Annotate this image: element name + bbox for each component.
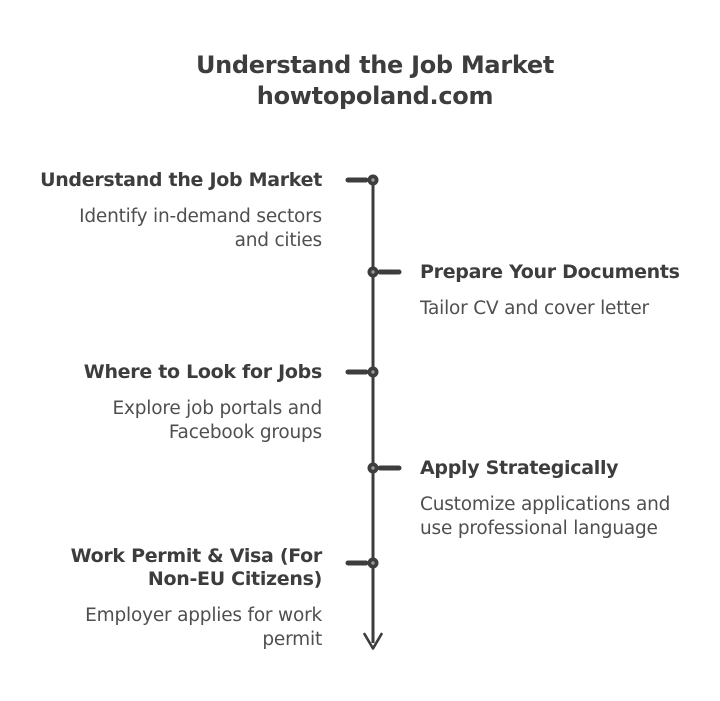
timeline-entry: Where to Look for Jobs Explore job porta… xyxy=(83,361,323,445)
entry-title: Apply Strategically xyxy=(420,457,619,480)
timeline-entry: Understand the Job Market Identify in-de… xyxy=(40,169,322,253)
entry-description-line: Tailor CV and cover letter xyxy=(420,298,649,319)
timeline-node xyxy=(367,366,379,378)
timeline-entry: Prepare Your Documents Tailor CV and cov… xyxy=(420,261,680,321)
entry-title-line: Non-EU Citizens) xyxy=(147,568,322,590)
entry-title: Where to Look for Jobs xyxy=(83,361,323,384)
entry-description-line: Facebook groups xyxy=(168,422,322,443)
timeline-entry: Work Permit & Visa (For Non-EU Citizens)… xyxy=(70,545,323,652)
entry-description: Tailor CV and cover letter xyxy=(420,297,649,321)
entry-description: Customize applications and use professio… xyxy=(420,493,670,541)
timeline-node xyxy=(367,266,379,278)
entry-description: Identify in-demand sectors and cities xyxy=(79,205,322,253)
entry-title-line: Prepare Your Documents xyxy=(420,261,680,283)
entry-title: Prepare Your Documents xyxy=(420,261,680,284)
entry-title-line: Work Permit & Visa (For xyxy=(70,545,323,567)
site-name: howtopoland.com xyxy=(256,82,494,110)
entry-description-line: Employer applies for work xyxy=(85,605,322,626)
timeline-node xyxy=(367,174,379,186)
entry-title-line: Understand the Job Market xyxy=(40,169,322,191)
entry-title: Work Permit & Visa (For Non-EU Citizens) xyxy=(70,545,323,591)
entry-description-line: Identify in-demand sectors xyxy=(79,206,322,227)
entry-description-line: Customize applications and xyxy=(420,494,671,515)
entry-description: Employer applies for work permit xyxy=(85,604,322,652)
entry-description-line: use professional language xyxy=(420,518,658,539)
entry-description-line: permit xyxy=(262,629,322,650)
entry-description-line: and cities xyxy=(234,230,323,251)
entry-description: Explore job portals and Facebook groups xyxy=(112,397,322,445)
title-block: Understand the Job Market howtopoland.co… xyxy=(30,50,720,112)
arrow-down-icon xyxy=(363,632,383,650)
timeline-entry: Apply Strategically Customize applicatio… xyxy=(420,457,670,541)
entry-description-line: Explore job portals and xyxy=(112,398,322,419)
diagram-title: Understand the Job Market xyxy=(195,51,555,79)
entry-title: Understand the Job Market xyxy=(40,169,322,192)
entry-title-line: Apply Strategically xyxy=(420,457,619,479)
timeline-node xyxy=(367,462,379,474)
timeline-node xyxy=(367,557,379,569)
entry-title-line: Where to Look for Jobs xyxy=(83,361,323,383)
